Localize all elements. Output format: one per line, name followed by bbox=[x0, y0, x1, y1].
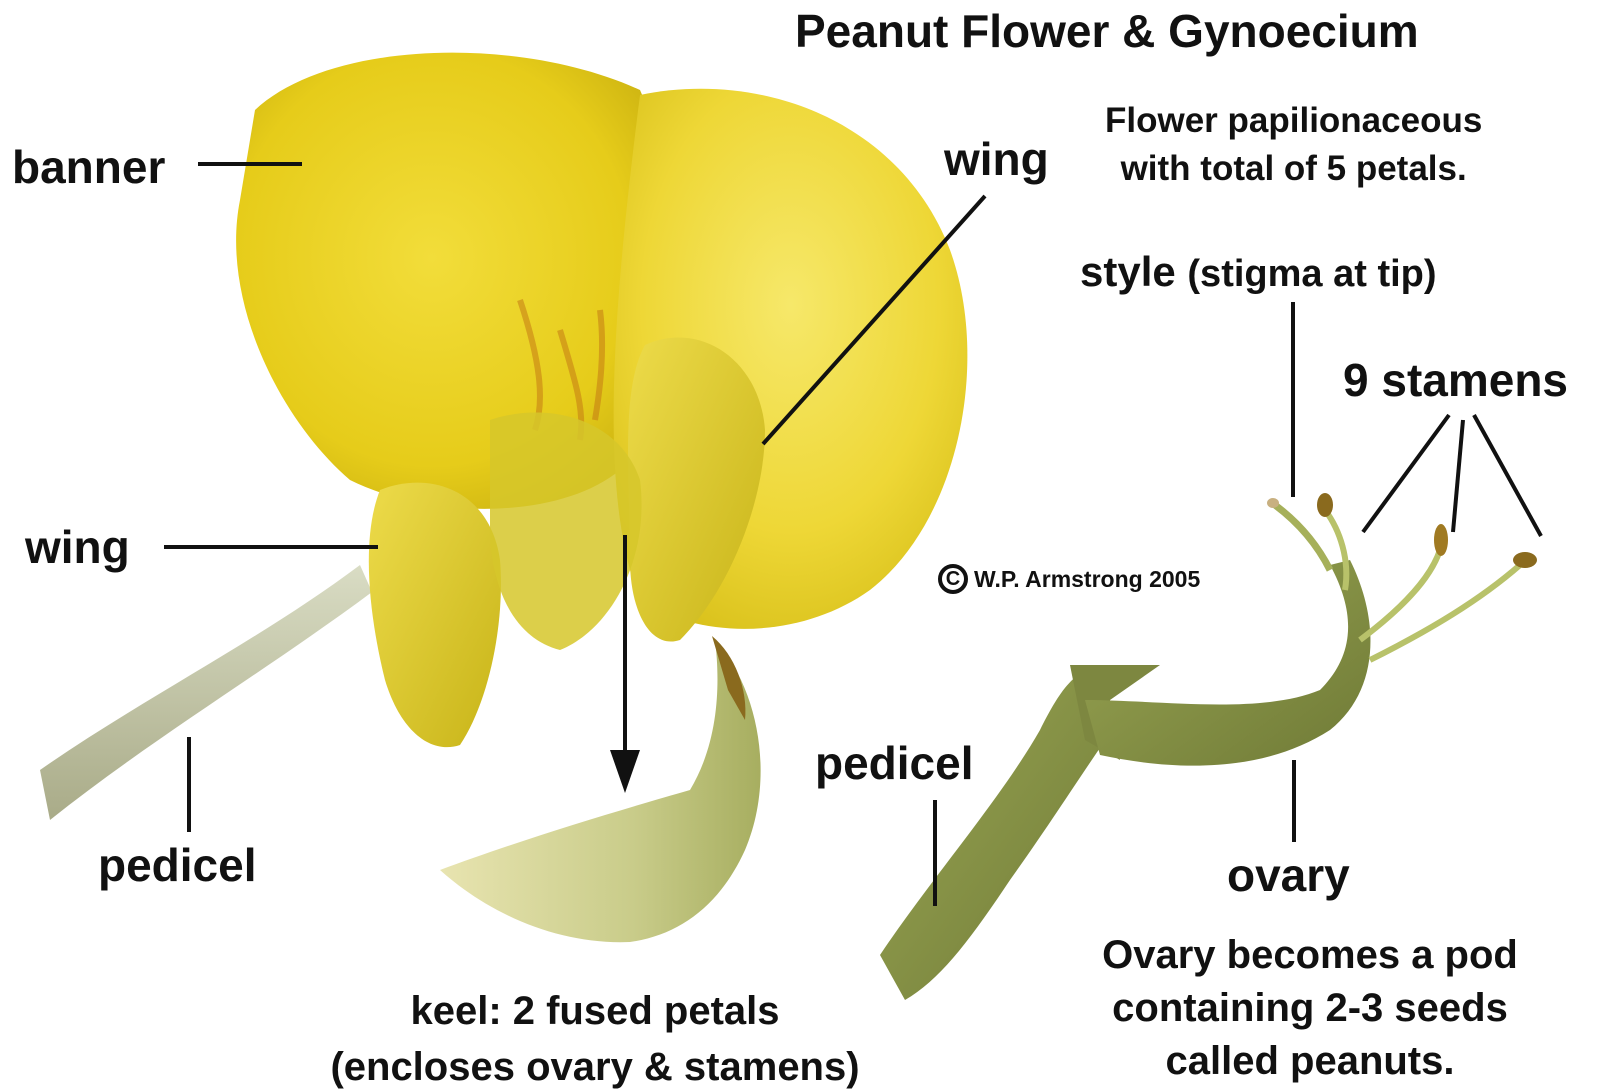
keel-shape bbox=[440, 640, 761, 942]
ovary-note-line-2: containing 2-3 seeds bbox=[1035, 982, 1585, 1035]
label-wing-left: wing bbox=[25, 524, 130, 570]
wing-left-shape bbox=[369, 483, 501, 748]
label-style-word: style bbox=[1080, 248, 1176, 295]
label-banner: banner bbox=[12, 144, 165, 190]
flower-note: Flower papilionaceous with total of 5 pe… bbox=[1105, 97, 1482, 193]
copyright-icon: C bbox=[938, 564, 968, 594]
label-ovary: ovary bbox=[1227, 852, 1350, 898]
ovary-note-line-1: Ovary becomes a pod bbox=[1035, 929, 1585, 982]
flower-note-line-2: with total of 5 petals. bbox=[1105, 145, 1482, 193]
flower-note-line-1: Flower papilionaceous bbox=[1105, 97, 1482, 145]
diagram-title: Peanut Flower & Gynoecium bbox=[795, 8, 1419, 54]
label-wing-right: wing bbox=[944, 136, 1049, 182]
pedicel-left-shape bbox=[40, 565, 372, 820]
label-keel: keel: 2 fused petals (encloses ovary & s… bbox=[255, 983, 935, 1091]
leader-stamen-2 bbox=[1453, 420, 1463, 532]
ovary-note-line-3: called peanuts. bbox=[1035, 1035, 1585, 1088]
label-style-note: (stigma at tip) bbox=[1187, 253, 1436, 295]
inner-keel-shape bbox=[490, 413, 642, 651]
leader-stamen-1 bbox=[1363, 415, 1449, 532]
label-pedicel-right: pedicel bbox=[815, 740, 974, 786]
label-style: style (stigma at tip) bbox=[1080, 251, 1437, 293]
anther-3 bbox=[1513, 552, 1537, 568]
label-pedicel-left: pedicel bbox=[98, 842, 257, 888]
keel-arrow-head bbox=[610, 750, 640, 793]
ovary-note: Ovary becomes a pod containing 2-3 seeds… bbox=[1035, 929, 1585, 1088]
label-keel-line-1: keel: 2 fused petals bbox=[255, 983, 935, 1039]
copyright-text: W.P. Armstrong 2005 bbox=[974, 568, 1200, 591]
stigma bbox=[1267, 498, 1279, 508]
copyright-notice: C W.P. Armstrong 2005 bbox=[938, 564, 1200, 594]
anther-2 bbox=[1434, 524, 1448, 556]
label-stamens: 9 stamens bbox=[1343, 357, 1568, 403]
anther-1 bbox=[1317, 493, 1333, 517]
label-keel-line-2: (encloses ovary & stamens) bbox=[255, 1039, 935, 1091]
leader-stamen-3 bbox=[1474, 415, 1541, 536]
